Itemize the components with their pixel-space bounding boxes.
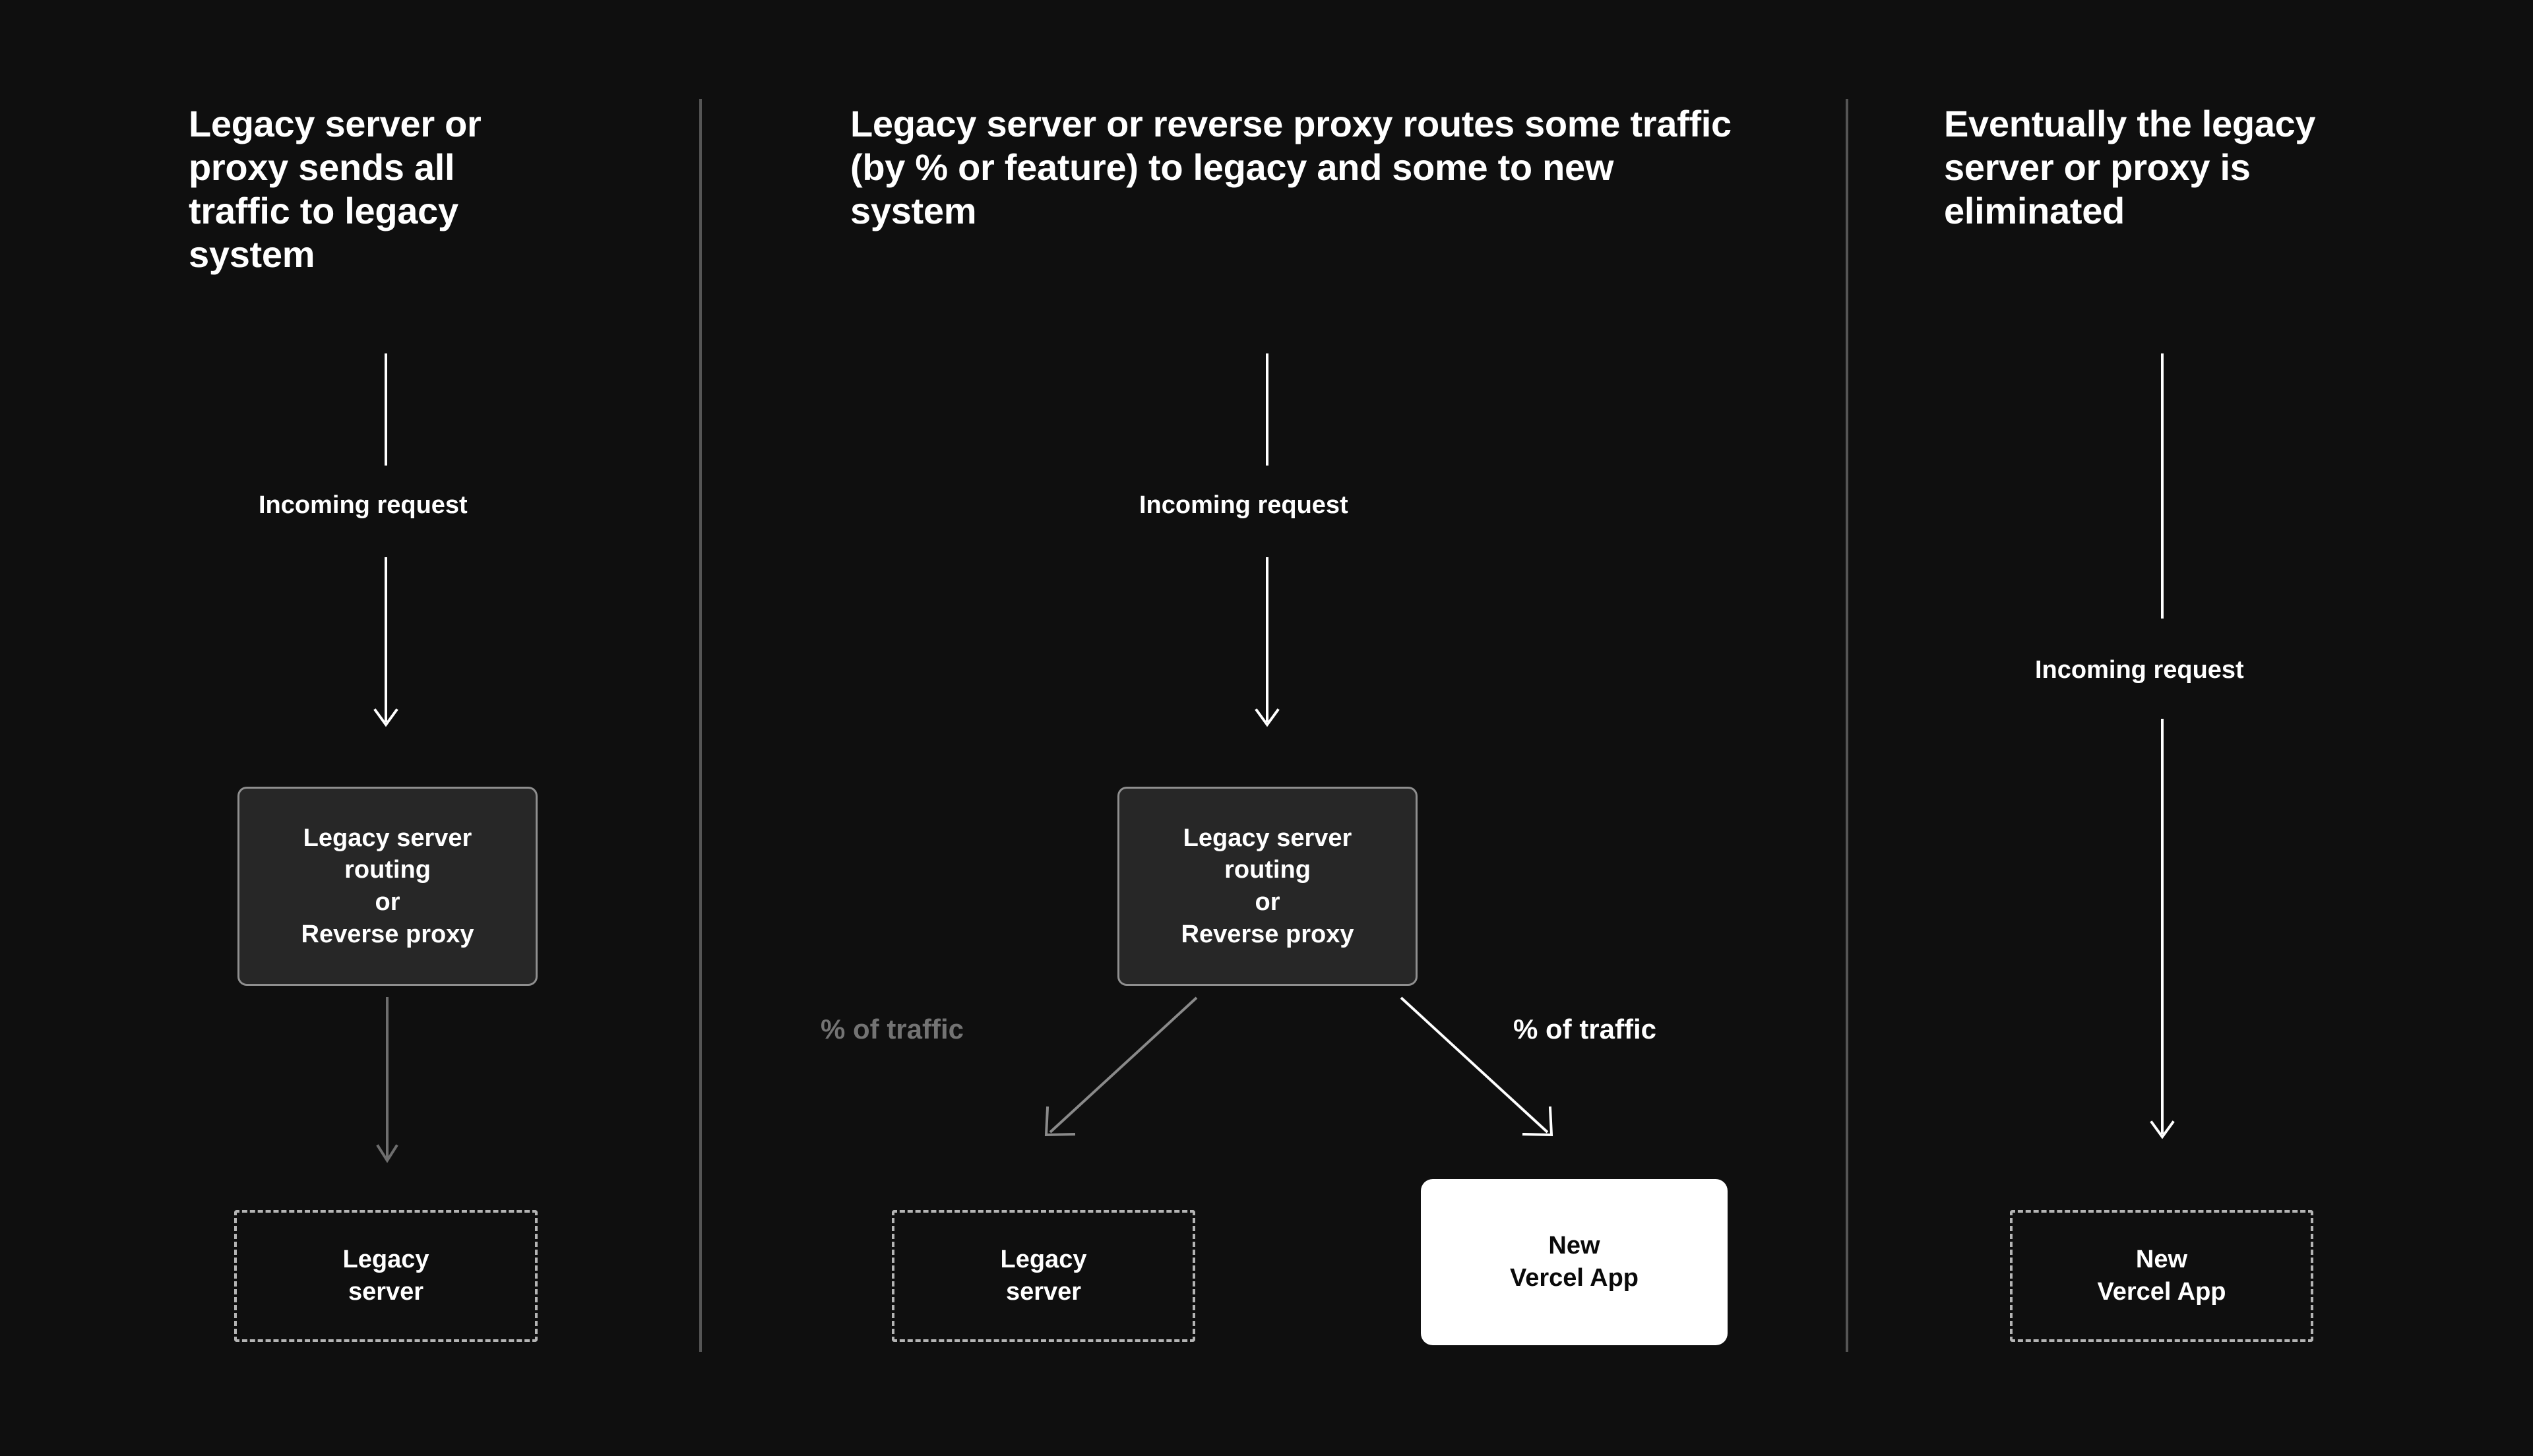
router-box-line-2: routing (344, 856, 431, 884)
column-1-router-to-legacy-arrow (375, 997, 400, 1163)
column-1-incoming-request-label: Incoming request (259, 491, 468, 519)
legacy-server-line-1: Legacy (1000, 1246, 1087, 1274)
column-3-incoming-request-label: Incoming request (2035, 656, 2244, 684)
column-2-arrow-to-vercel-app (1394, 992, 1559, 1144)
column-1: Legacy server or proxy sends all traffic… (0, 0, 699, 1456)
column-2-legacy-server-box[interactable]: Legacy server (892, 1210, 1195, 1342)
column-2-incoming-line-top (1266, 353, 1268, 466)
router-box-line-4: Reverse proxy (301, 920, 474, 948)
router-box-line-3: or (1255, 888, 1280, 916)
column-2-traffic-label-right: % of traffic (1513, 1014, 1657, 1045)
column-2-router-box[interactable]: Legacy server routing or Reverse proxy (1117, 787, 1418, 986)
column-3: Eventually the legacy server or proxy is… (1848, 0, 2533, 1456)
column-3-incoming-arrow (2146, 719, 2178, 1141)
column-divider-1 (699, 99, 702, 1352)
column-1-heading: Legacy server or proxy sends all traffic… (189, 103, 482, 276)
router-box-line-4: Reverse proxy (1181, 920, 1354, 948)
legacy-server-line-2: server (348, 1278, 424, 1306)
column-2: Legacy server or reverse proxy routes so… (702, 0, 1846, 1456)
new-vercel-app-line-2: Vercel App (1509, 1264, 1639, 1292)
legacy-server-line-1: Legacy (342, 1246, 429, 1274)
column-3-new-vercel-app-box[interactable]: New Vercel App (2010, 1210, 2313, 1342)
router-box-line-3: or (375, 888, 400, 916)
column-3-incoming-line-top (2161, 353, 2164, 619)
router-box-line-2: routing (1224, 856, 1311, 884)
router-box-line-1: Legacy server (303, 824, 472, 852)
new-vercel-app-line-1: New (1548, 1232, 1600, 1260)
column-2-incoming-arrow (1251, 557, 1283, 729)
column-2-arrow-to-legacy (1038, 992, 1203, 1144)
column-1-incoming-arrow (370, 557, 402, 729)
new-vercel-app-line-2: Vercel App (2097, 1278, 2226, 1306)
column-divider-2 (1846, 99, 1848, 1352)
column-1-incoming-line-top (385, 353, 387, 466)
column-2-traffic-label-left: % of traffic (821, 1014, 964, 1045)
column-1-router-box[interactable]: Legacy server routing or Reverse proxy (237, 787, 538, 986)
column-2-heading: Legacy server or reverse proxy routes so… (850, 103, 1732, 232)
router-box-line-1: Legacy server (1183, 824, 1352, 852)
column-3-heading: Eventually the legacy server or proxy is… (1944, 103, 2316, 232)
column-2-incoming-request-label: Incoming request (1139, 491, 1348, 519)
legacy-server-line-2: server (1005, 1278, 1082, 1306)
new-vercel-app-line-1: New (2135, 1246, 2188, 1274)
column-2-new-vercel-app-box[interactable]: New Vercel App (1421, 1179, 1728, 1345)
column-1-legacy-server-box[interactable]: Legacy server (234, 1210, 538, 1342)
